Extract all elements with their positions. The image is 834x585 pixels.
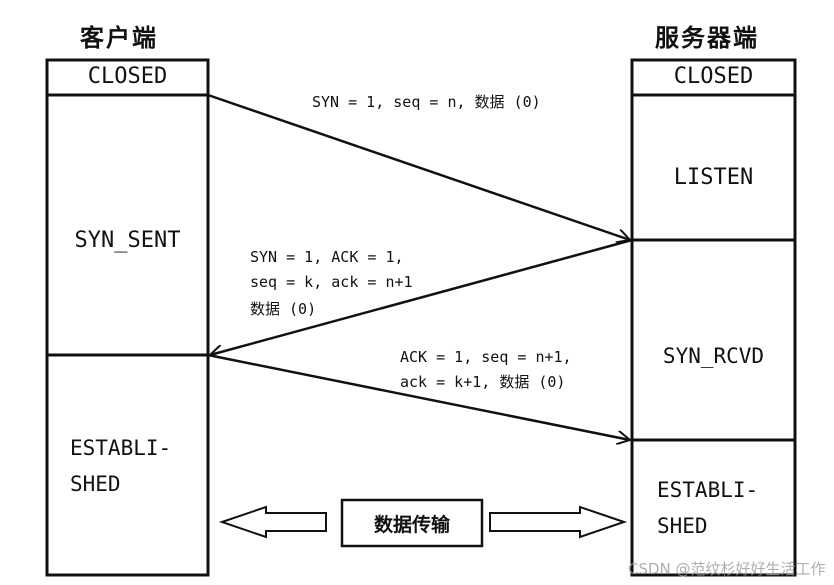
ack-message-line1: ACK = 1, seq = n+1,	[400, 348, 572, 366]
synack-arrow	[210, 238, 633, 355]
server-state-closed: CLOSED	[673, 64, 754, 89]
left-block-arrow-icon	[218, 505, 327, 539]
watermark-text: CSDN @范纹杉好好生活工作	[628, 560, 826, 578]
server-state-syn-rcvd: SYN_RCVD	[662, 344, 765, 368]
ack-message-line2: ack = k+1, 数据 (0)	[400, 373, 566, 391]
ack-arrow	[207, 353, 630, 440]
synack-message-line1: SYN = 1, ACK = 1,	[250, 248, 404, 266]
syn-arrow	[207, 93, 630, 240]
synack-message-line3: 数据 (0)	[250, 300, 317, 318]
client-state-syn-sent: SYN_SENT	[74, 228, 181, 253]
data-transfer-label: 数据传输	[373, 513, 450, 536]
server-column	[630, 58, 797, 577]
client-state-closed: CLOSED	[87, 64, 168, 89]
synack-message-line2: seq = k, ack = n+1	[250, 273, 413, 291]
syn-message-label: SYN = 1, seq = n, 数据 (0)	[312, 93, 541, 111]
server-title: 服务器端	[655, 24, 759, 52]
right-block-arrow-icon	[489, 505, 628, 539]
client-title: 客户端	[80, 24, 158, 52]
server-state-established: ESTABLI- SHED	[657, 478, 759, 538]
client-state-established: ESTABLI- SHED	[70, 436, 172, 496]
server-state-listen: LISTEN	[673, 165, 754, 190]
client-column	[45, 58, 210, 577]
data-transfer-box	[340, 498, 484, 548]
